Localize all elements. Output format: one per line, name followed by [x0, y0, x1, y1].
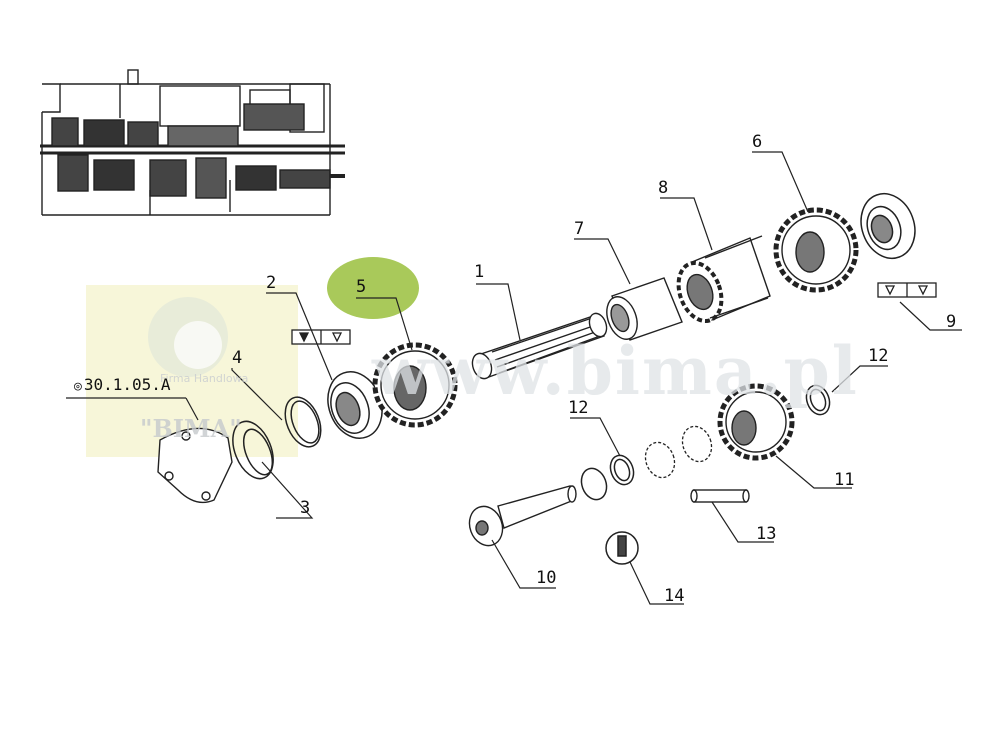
watermark-name: "BIMA" — [140, 414, 242, 443]
part-13-pin — [690, 489, 750, 503]
part-9-bearing — [860, 192, 916, 260]
callout-14: 14 — [664, 586, 685, 606]
callout-1: 1 — [474, 262, 485, 282]
leader-lines — [66, 151, 962, 605]
part-11-gear — [717, 383, 795, 461]
part-12-rings — [609, 384, 831, 486]
callout-11: 11 — [834, 470, 855, 490]
callout-7: 7 — [574, 219, 585, 239]
callout-9: 9 — [946, 312, 957, 332]
callout-12a: 12 — [868, 346, 889, 366]
callout-12b: 12 — [568, 398, 589, 418]
watermark-subtitle: Firma Handlowa — [160, 372, 249, 385]
callout-5: 5 — [356, 277, 367, 297]
part-4-shim-rings — [232, 396, 322, 480]
part-6-gear — [773, 207, 859, 293]
part-3-cover-plate — [157, 427, 233, 504]
part-1-splined-shaft — [471, 312, 608, 380]
needle-bearings — [644, 425, 713, 479]
view-eye-icon: ◎ — [74, 379, 82, 394]
callout-8: 8 — [658, 178, 669, 198]
part-2-bearing — [327, 371, 383, 439]
callout-6: 6 — [752, 132, 763, 152]
transmission-section-view — [40, 69, 345, 216]
reference-code-text: 30.1.05.A — [83, 375, 171, 394]
bearing-symbol-box-2 — [291, 329, 351, 345]
part-14-seal — [580, 467, 639, 565]
callout-10: 10 — [536, 568, 557, 588]
part-5-gear — [372, 342, 458, 428]
highlight-ellipse — [327, 257, 419, 319]
watermark-url: www.bima.pl — [372, 332, 859, 410]
part-8-gear — [676, 235, 771, 324]
part-7-sleeve — [606, 277, 683, 341]
callout-3: 3 — [300, 498, 311, 518]
bearing-symbol-box-9 — [877, 282, 937, 298]
reference-code: ◎30.1.05.A — [74, 375, 171, 394]
callout-4: 4 — [232, 348, 243, 368]
part-10-shaft — [468, 485, 577, 547]
callout-13: 13 — [756, 524, 777, 544]
callout-2: 2 — [266, 273, 277, 293]
